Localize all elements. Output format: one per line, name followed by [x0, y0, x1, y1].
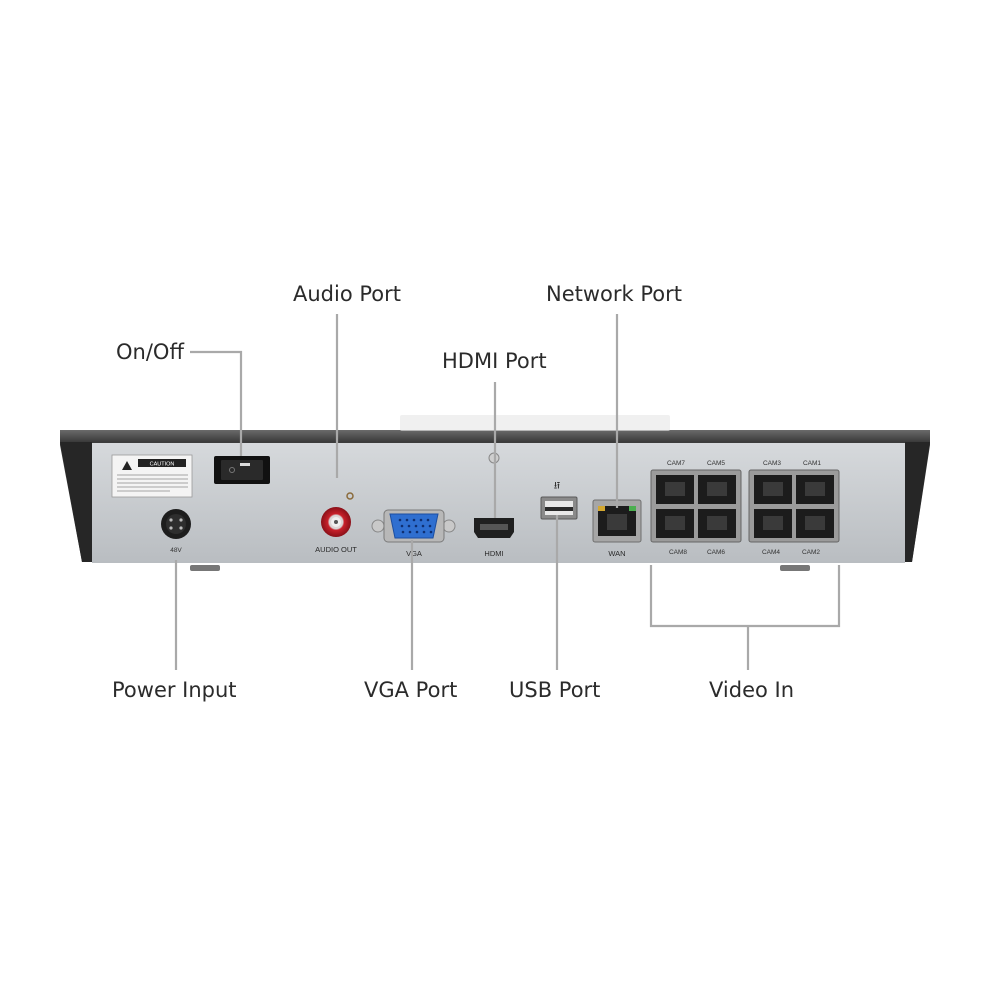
cam-label-bottom-3: CAM4: [762, 549, 780, 556]
camera-port-block-right: [748, 469, 840, 543]
cam-label-top-1: CAM7: [667, 460, 685, 467]
label-network-port: Network Port: [546, 282, 682, 306]
audio-out-label: AUDIO OUT: [315, 545, 357, 554]
label-power-input: Power Input: [112, 678, 237, 702]
label-on-off: On/Off: [116, 340, 184, 364]
cam-label-top-4: CAM1: [803, 460, 821, 467]
vga-label: VGA: [406, 549, 422, 558]
cam-label-bottom-2: CAM6: [707, 549, 725, 556]
wan-port: WAN: [592, 499, 642, 558]
power-switch: [214, 456, 270, 484]
vga-connector: VGA: [371, 509, 456, 558]
power-input-connector: 48V: [161, 509, 191, 554]
leader-lines: [174, 314, 841, 670]
camera-labels: CAM7 CAM5 CAM3 CAM1 CAM8 CAM6 CAM4 CAM2: [667, 460, 821, 556]
cam-label-top-3: CAM3: [763, 460, 781, 467]
label-audio-port: Audio Port: [293, 282, 401, 306]
audio-out-jack: AUDIO OUT: [315, 492, 357, 554]
label-video-in: Video In: [709, 678, 795, 702]
cam-label-top-2: CAM5: [707, 460, 725, 467]
caution-label: CAUTION: [150, 462, 175, 468]
leader-on-off: [190, 350, 243, 456]
usb-connector: ⭿: [540, 481, 578, 520]
label-vga-port: VGA Port: [364, 678, 458, 702]
hdmi-label: HDMI: [484, 549, 503, 558]
label-hdmi-port: HDMI Port: [442, 349, 547, 373]
leader-video-in: [649, 565, 841, 628]
cam-label-bottom-1: CAM8: [669, 549, 687, 556]
power-rating-label: 48V: [170, 547, 182, 554]
label-usb-port: USB Port: [509, 678, 601, 702]
caution-sticker: CAUTION: [111, 454, 193, 498]
cam-label-bottom-4: CAM2: [802, 549, 820, 556]
camera-port-block-left: [650, 469, 742, 543]
wan-label: WAN: [608, 549, 625, 558]
usb-symbol-icon: ⭿: [554, 481, 560, 492]
